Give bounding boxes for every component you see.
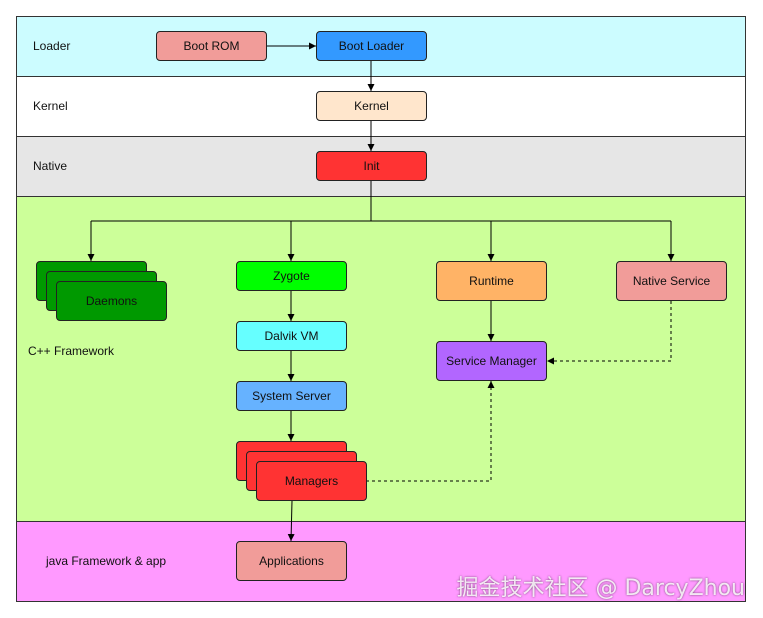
daemons-box: Daemons [56,281,167,321]
edge-managers-servicemanager [366,381,495,482]
boot-loader-box: Boot Loader [316,31,427,61]
service-manager-box: Service Manager [436,341,547,381]
java-framework-layer [16,521,746,602]
watermark: 掘金技术社区 @ DarcyZhou [456,576,745,601]
zygote-box: Zygote [236,261,347,291]
native-layer-label: Native [33,159,68,173]
edge-managers-applications [287,500,295,542]
applications-box: Applications [236,541,347,581]
edge-nativeservice-servicemanager [547,301,672,365]
dalvik-vm-box: Dalvik VM [236,321,347,351]
managers-box: Managers [256,461,367,501]
kernel-box: Kernel [316,91,427,121]
cpp-framework-layer-label: C++ Framework [28,344,115,358]
native-service-box: Native Service [616,261,727,301]
runtime-box: Runtime [436,261,547,301]
boot-rom-box: Boot ROM [156,31,267,61]
system-server-box: System Server [236,381,347,411]
cpp-framework-layer [16,196,746,522]
java-framework-layer-label: java Framework & app [46,554,167,568]
kernel-layer-label: Kernel [33,99,68,113]
loader-layer-label: Loader [33,39,71,53]
init-box: Init [316,151,427,181]
